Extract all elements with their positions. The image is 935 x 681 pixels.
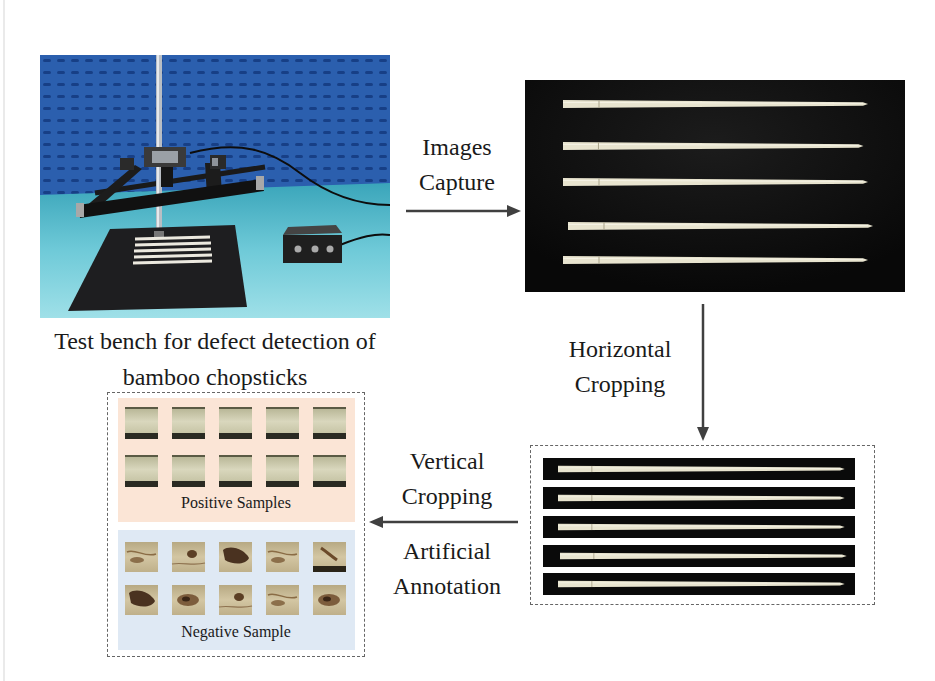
sample-group-box: Positive SamplesNegative Sample xyxy=(107,392,365,657)
arrow-line xyxy=(381,521,518,524)
panel-caption: Positive Samples xyxy=(114,493,359,513)
label-box: Horizontal Cropping xyxy=(550,332,690,402)
arrow-line xyxy=(702,304,705,429)
flow-arrow xyxy=(406,205,521,217)
panel-caption: Negative Sample xyxy=(114,622,359,642)
cropped-strips-box xyxy=(530,445,875,605)
label-box: Vertical Cropping xyxy=(377,444,517,514)
step-label: Horizontal Cropping xyxy=(550,332,690,402)
label-box: Artificial Annotation xyxy=(371,534,523,604)
flow-arrow xyxy=(697,304,709,441)
photo-caption: Test bench for defect detection of bambo… xyxy=(36,323,394,395)
arrow-head xyxy=(697,427,709,441)
test-bench-photo: Test bench for defect detection of bambo… xyxy=(36,55,394,395)
step-label: Vertical Cropping xyxy=(377,444,517,514)
arrow-head xyxy=(369,516,383,528)
step-label: Images Capture xyxy=(397,130,517,200)
positive-panel: Positive Samples xyxy=(114,398,359,522)
label-box: Images Capture xyxy=(397,130,517,200)
step-label: Artificial Annotation xyxy=(371,534,523,604)
negative-panel: Negative Sample xyxy=(114,530,359,650)
flow-arrow xyxy=(369,516,518,528)
captured-image xyxy=(525,80,905,292)
arrow-head xyxy=(507,205,521,217)
arrow-line xyxy=(406,210,509,213)
